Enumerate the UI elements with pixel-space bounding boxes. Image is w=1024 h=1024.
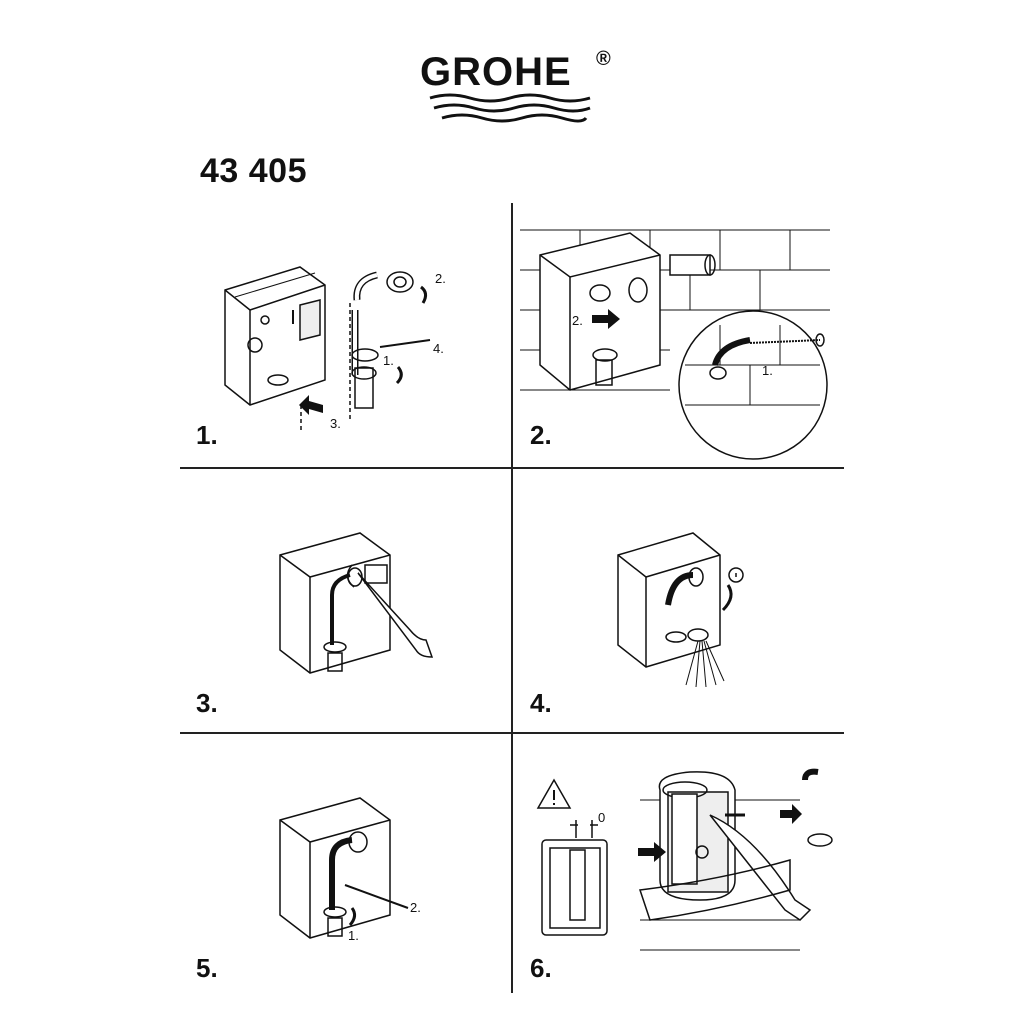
vertical-divider [511,203,513,993]
step-number-5: 5. [196,953,218,983]
step-3-illustration [279,532,434,674]
step-number-6: 6. [530,953,552,983]
warning-triangle-icon [536,778,572,809]
step-2-illustration: 2. 1. [520,229,830,460]
step-1-callout-2: 2. [435,271,446,286]
step-5-illustration: 1. 2. [279,797,421,943]
registered-mark: ® [596,48,611,70]
step-6-illustration: 0 [536,768,833,951]
horizontal-divider-2 [180,732,844,734]
step-1-callout-1: 1. [383,353,394,368]
wave-lines-icon [429,93,591,123]
step-2-callout-2: 2. [572,313,583,328]
step-5-callout-1: 1. [348,928,359,943]
step-number-2: 2. [530,420,552,450]
step-5-callout-2: 2. [410,900,421,915]
grohe-logo: GROHE ® [420,46,620,130]
step-6-callout-0: 0 [598,810,605,825]
horizontal-divider-1 [180,467,844,469]
step-number-3: 3. [196,688,218,718]
step-number-1: 1. [196,420,218,450]
product-number: 43 405 [200,152,307,190]
step-2-callout-1: 1. [762,363,773,378]
step-1-callout-3: 3. [330,416,341,431]
step-1-illustration: 1. 2. 3. 4. [224,266,446,431]
brand-wordmark: GROHE [420,50,572,94]
step-number-4: 4. [530,688,552,718]
step-1-callout-4: 4. [433,341,444,356]
step-4-illustration [617,532,744,688]
